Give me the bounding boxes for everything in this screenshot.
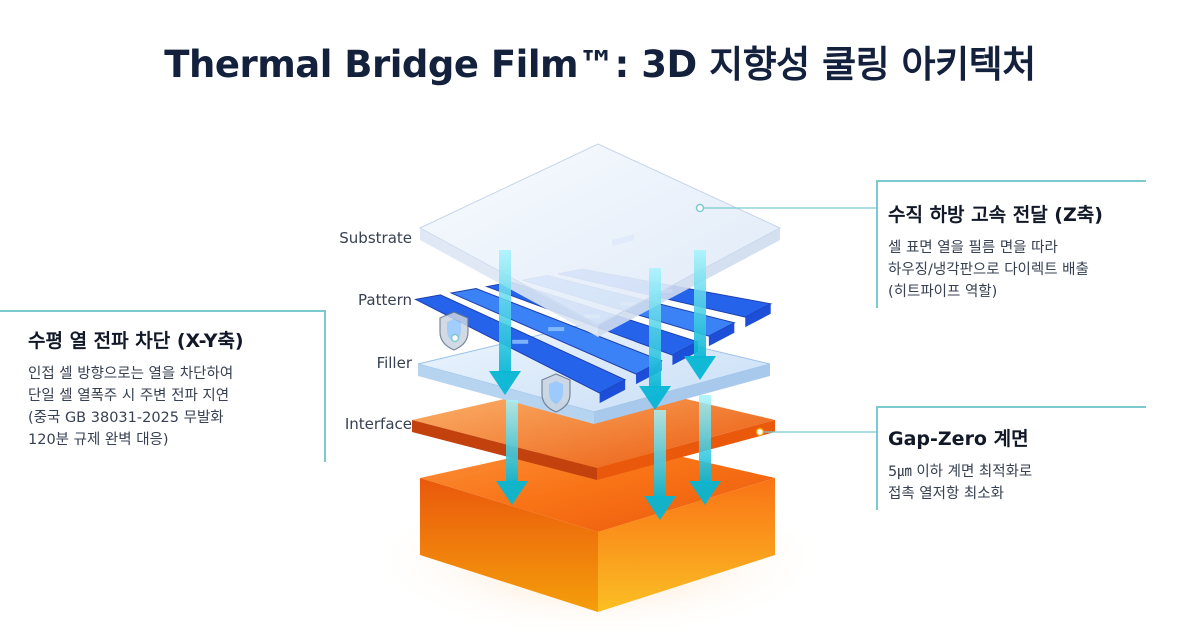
callout-rule-gapzero: [876, 406, 1146, 408]
layer-label-interface: Interface: [344, 415, 412, 433]
callout-vertical-title: 수직 하방 고속 전달 (Z축): [888, 204, 1103, 226]
arrow-down-icon: [644, 410, 676, 520]
callout-rule-horizontal: [0, 310, 326, 312]
shield-icon: [439, 311, 469, 351]
pattern-bar-side: [745, 303, 771, 328]
callout-vertical-line: 하우징/냉각판으로 다이렉트 배출: [888, 262, 1089, 278]
callout-horizontal-line: 인접 셀 방향으로는 열을 차단하여: [28, 366, 234, 382]
callout-rule-vertical: [876, 180, 1146, 182]
callout-horizontal-line: 120분 규제 완벽 대응): [28, 432, 169, 448]
callout-gapzero-title: Gap-Zero 계면: [888, 428, 1029, 450]
arrow-down-icon: [689, 395, 721, 505]
pattern-highlight: [548, 327, 565, 332]
callout-horizontal: 수평 열 전파 차단 (X-Y축) 인접 셀 방향으로는 열을 차단하여 단일 …: [28, 326, 324, 451]
callout-bar-vertical: [876, 180, 878, 308]
callout-vertical-line: (히트파이프 역할): [888, 284, 998, 300]
leader-lines: [700, 207, 876, 433]
callout-bar-gapzero: [876, 406, 878, 510]
heat-flow-arrows: [489, 250, 721, 520]
pattern-bar-side: [708, 322, 735, 347]
pattern-highlight: [512, 339, 529, 344]
arrow-down-icon: [639, 268, 671, 410]
callout-dot-vertical: [695, 203, 705, 213]
layer-label-pattern: Pattern: [358, 291, 412, 309]
pattern-bar-side: [672, 341, 698, 366]
callout-bar-horizontal: [324, 310, 326, 462]
page-title: Thermal Bridge Film™: 3D 지향성 쿨링 아키텍처: [164, 43, 1036, 86]
layer-label-substrate: Substrate: [339, 229, 412, 247]
layer-label-filler: Filler: [376, 354, 412, 372]
pattern-bar-side: [599, 379, 626, 404]
callout-gapzero-line: 5㎛ 이하 계면 최적화로: [888, 464, 1033, 480]
callout-horizontal-line: (중국 GB 38031-2025 무발화: [28, 410, 224, 426]
callout-gapzero: Gap-Zero 계면 5㎛ 이하 계면 최적화로 접촉 열저항 최소화: [888, 424, 1178, 505]
arrow-down-icon: [489, 250, 521, 395]
shield-icon: [541, 373, 571, 413]
callout-vertical: 수직 하방 고속 전달 (Z축) 셀 표면 열을 필름 면을 따라 하우징/냉각…: [888, 200, 1178, 303]
callout-vertical-line: 셀 표면 열을 필름 면을 따라: [888, 240, 1058, 256]
callout-gapzero-line: 접촉 열저항 최소화: [888, 486, 1004, 502]
callout-horizontal-line: 단일 셀 열폭주 시 주변 전파 지연: [28, 388, 230, 404]
arrow-down-icon: [496, 400, 528, 505]
callout-horizontal-title: 수평 열 전파 차단 (X-Y축): [28, 330, 244, 352]
callout-dot-horizontal: [450, 333, 460, 343]
callout-dot-gapzero: [755, 427, 765, 437]
arrow-down-icon: [684, 250, 716, 380]
